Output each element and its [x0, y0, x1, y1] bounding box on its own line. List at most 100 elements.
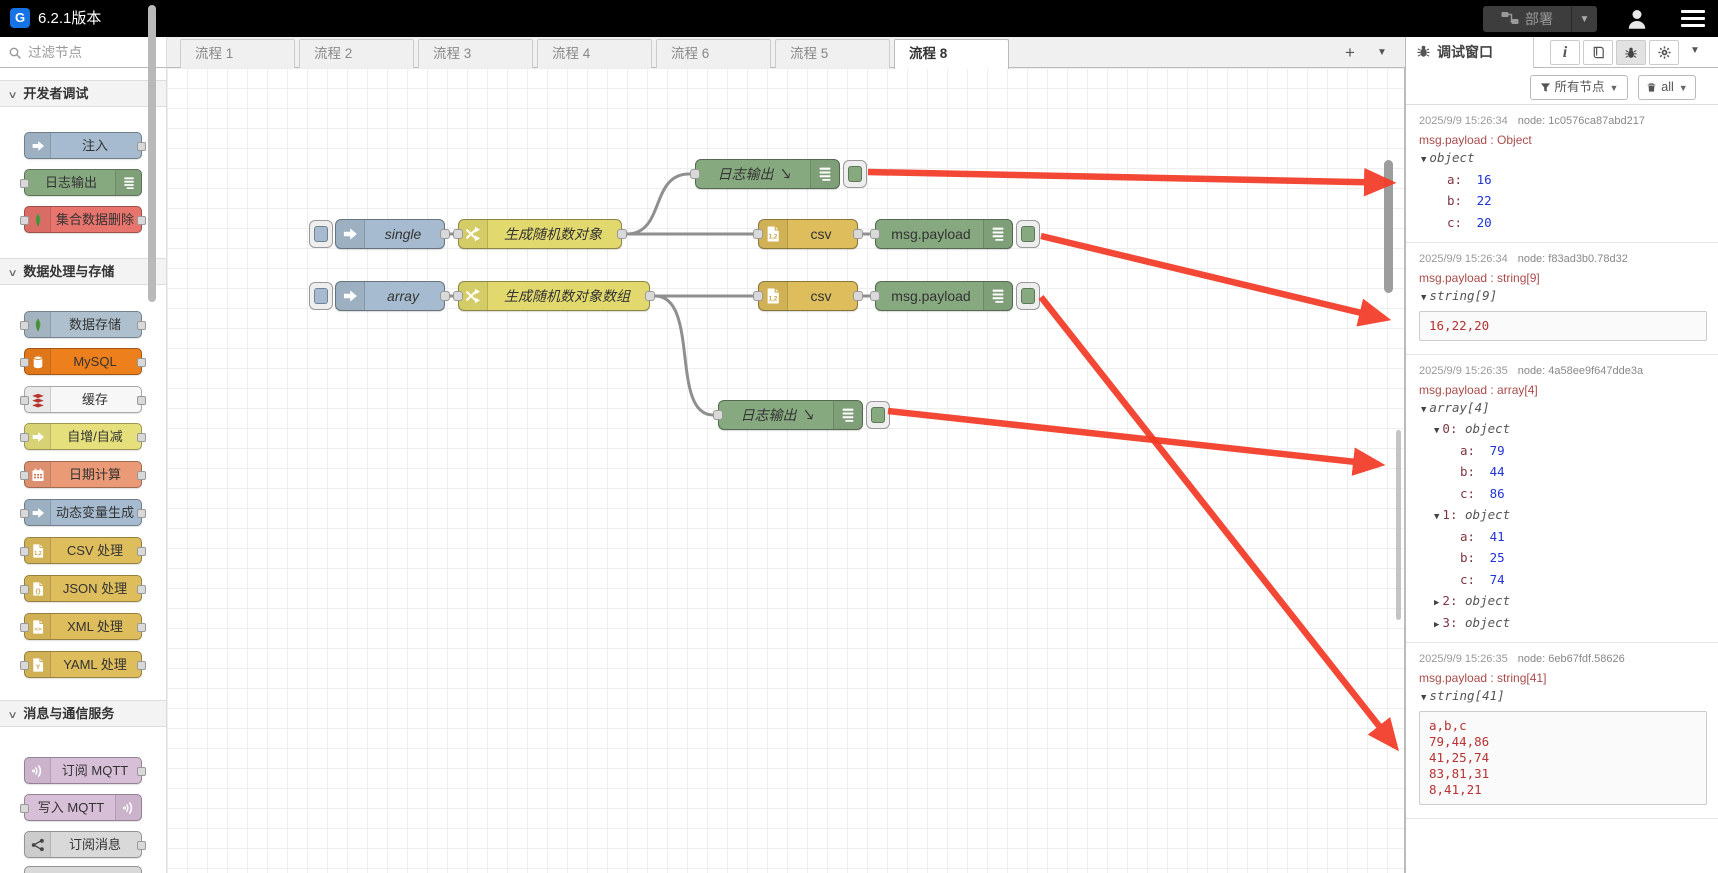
input-port[interactable] — [20, 804, 29, 813]
palette-node-写入 MQTT[interactable]: 写入 MQTT — [20, 794, 142, 821]
input-port[interactable] — [453, 291, 463, 301]
debug-toggle-button[interactable] — [843, 160, 867, 188]
debug-toggle-button[interactable] — [1016, 282, 1040, 310]
canvas-scrollbar[interactable] — [1384, 160, 1393, 293]
debug-node-top[interactable]: 日志输出 ↘ — [690, 159, 867, 189]
output-port[interactable] — [137, 661, 146, 670]
debug-toggle-button[interactable] — [866, 401, 890, 429]
input-port[interactable] — [20, 321, 29, 330]
palette-scrollbar[interactable] — [148, 5, 156, 302]
payload-tree-row[interactable]: ▼string[9] — [1421, 288, 1498, 303]
input-port[interactable] — [20, 547, 29, 556]
input-port[interactable] — [20, 509, 29, 518]
msg-payload-1[interactable]: msg.payload — [870, 219, 1040, 249]
tab-flow-7[interactable]: 流程 8 — [894, 39, 1009, 69]
inject-array[interactable]: array — [309, 281, 450, 311]
msg-payload-2[interactable]: msg.payload — [870, 281, 1040, 311]
output-port[interactable] — [440, 291, 450, 301]
palette-node-数据存储[interactable]: 数据存储 — [20, 311, 146, 338]
search-input[interactable] — [26, 40, 156, 64]
settings-button[interactable] — [1649, 40, 1679, 65]
payload-tree-row[interactable]: ▼string[41] — [1421, 688, 1505, 703]
input-port[interactable] — [753, 229, 763, 239]
input-port[interactable] — [870, 229, 880, 239]
deploy-options-chevron[interactable]: ▼ — [1571, 6, 1597, 32]
output-port[interactable] — [137, 585, 146, 594]
palette-node-注入[interactable]: 注入 — [24, 132, 146, 159]
payload-tree-row[interactable]: ▼array[4] — [1421, 399, 1490, 415]
input-port[interactable] — [20, 396, 29, 405]
inject-single[interactable]: single — [309, 219, 450, 249]
input-port[interactable] — [713, 410, 723, 420]
tab-flow-2[interactable]: 流程 2 — [299, 39, 414, 68]
tab-flow-4[interactable]: 流程 4 — [537, 39, 652, 68]
deploy-button[interactable]: 部署 ▼ — [1483, 6, 1597, 32]
palette-node-订阅消息[interactable]: 订阅消息 — [24, 831, 146, 858]
output-port[interactable] — [440, 229, 450, 239]
palette-node-partial[interactable] — [24, 866, 142, 873]
input-port[interactable] — [453, 229, 463, 239]
input-port[interactable] — [20, 358, 29, 367]
output-port[interactable] — [137, 396, 146, 405]
payload-tree-row[interactable]: ▼1: object — [1434, 507, 1511, 522]
tab-flow-3[interactable]: 流程 3 — [418, 39, 533, 68]
palette-node-JSON 处理[interactable]: {}JSON 处理 — [20, 575, 146, 602]
random-object[interactable]: 生成随机数对象 — [453, 219, 627, 249]
palette-node-YAML 处理[interactable]: YYAML 处理 — [20, 651, 146, 678]
output-port[interactable] — [645, 291, 655, 301]
tab-flow-6[interactable]: 流程 5 — [775, 39, 890, 68]
payload-tree-row[interactable]: ▼object — [1421, 150, 1475, 165]
palette-node-CSV 处理[interactable]: 1,2CSV 处理 — [20, 537, 146, 564]
output-port[interactable] — [137, 547, 146, 556]
output-port[interactable] — [137, 767, 146, 776]
debug-scrollbar[interactable] — [1396, 430, 1401, 620]
info-button[interactable]: i — [1550, 40, 1580, 65]
input-port[interactable] — [20, 471, 29, 480]
input-port[interactable] — [20, 623, 29, 632]
output-port[interactable] — [617, 229, 627, 239]
debug-toggle-button[interactable] — [1016, 220, 1040, 248]
input-port[interactable] — [20, 433, 29, 442]
palette-node-动态变量生成[interactable]: 动态变量生成 — [20, 499, 146, 526]
palette-node-MySQL[interactable]: MySQL — [20, 348, 146, 375]
output-port[interactable] — [137, 321, 146, 330]
inject-trigger-button[interactable] — [309, 282, 333, 310]
input-port[interactable] — [870, 291, 880, 301]
input-port[interactable] — [20, 179, 29, 188]
output-port[interactable] — [853, 291, 863, 301]
input-port[interactable] — [690, 169, 700, 179]
palette-category-2[interactable]: ∨数据处理与存储 — [0, 258, 166, 285]
palette-category-3[interactable]: ∨消息与通信服务 — [0, 700, 166, 727]
palette-node-缓存[interactable]: 缓存 — [20, 386, 146, 413]
filter-nodes-button[interactable]: 所有节点▼ — [1530, 75, 1628, 100]
tab-flow-1[interactable]: 流程 1 — [180, 39, 295, 68]
output-port[interactable] — [137, 358, 146, 367]
tab-debug[interactable]: 调试窗口 — [1406, 37, 1534, 68]
debug-node-bottom[interactable]: 日志输出 ↘ — [713, 400, 890, 430]
palette-node-日期计算[interactable]: 日期计算 — [20, 461, 146, 488]
random-array[interactable]: 生成随机数对象数组 — [453, 281, 655, 311]
payload-tree-row[interactable]: ▼0: object — [1434, 421, 1511, 436]
output-port[interactable] — [137, 509, 146, 518]
input-port[interactable] — [753, 291, 763, 301]
payload-tree-row[interactable]: ▶3: object — [1434, 614, 1511, 630]
palette-category-1[interactable]: ∨开发者调试 — [0, 80, 166, 107]
clear-debug-button[interactable]: all▼ — [1638, 75, 1696, 100]
flow-list-chevron[interactable]: ▼ — [1377, 47, 1387, 58]
output-port[interactable] — [137, 841, 146, 850]
output-port[interactable] — [137, 142, 146, 151]
palette-node-自增/自减[interactable]: 自增/自减 — [20, 423, 146, 450]
output-port[interactable] — [137, 216, 146, 225]
main-menu-button[interactable] — [1681, 10, 1705, 27]
help-book-button[interactable] — [1583, 40, 1613, 65]
palette-node-集合数据删除[interactable]: 集合数据删除 — [20, 206, 146, 233]
output-port[interactable] — [853, 229, 863, 239]
input-port[interactable] — [20, 216, 29, 225]
output-port[interactable] — [137, 433, 146, 442]
input-port[interactable] — [20, 661, 29, 670]
palette-node-XML 处理[interactable]: <>XML 处理 — [20, 613, 146, 640]
palette-node-订阅 MQTT[interactable]: 订阅 MQTT — [24, 757, 146, 784]
tab-flow-5[interactable]: 流程 6 — [656, 39, 771, 68]
add-flow-button[interactable]: + — [1345, 43, 1355, 62]
